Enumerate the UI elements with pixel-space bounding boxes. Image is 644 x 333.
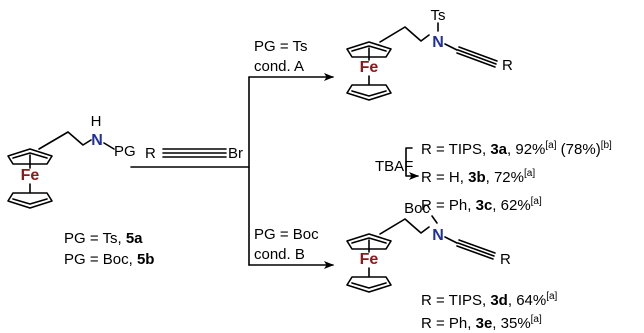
r-substituent: R	[500, 251, 511, 268]
product-3a: R = TIPS, 3a, 92%[a] (78%)[b]	[421, 140, 612, 158]
r-substituent: R	[502, 57, 513, 74]
branch-arrows	[130, 73, 334, 269]
nitrogen-atom: N	[432, 227, 444, 244]
product-3b: R = H, 3b, 72%[a]	[421, 168, 535, 186]
n-alkyne-bond	[444, 43, 458, 51]
reagent-r: R	[145, 145, 156, 162]
ynamide-triple-1	[457, 49, 497, 65]
bromoalkyne-reagent: R Br	[145, 145, 243, 162]
product-3e: R = Ph, 3e, 35%[a]	[421, 314, 542, 332]
ynamide-triple-3	[456, 52, 496, 68]
iron-atom: Fe	[360, 59, 379, 76]
option-boc: PG = Boc, 5b	[64, 251, 154, 268]
cyclopentadienyl-ring-bottom	[346, 276, 392, 293]
ynamide-triple-2	[458, 46, 498, 62]
product-b-structure: Fe Boc N R	[346, 200, 511, 293]
option-ts: PG = Ts, 5a	[64, 230, 143, 247]
pg-label: PG	[114, 143, 136, 160]
product-3d: R = TIPS, 3d, 64%[a]	[421, 291, 558, 309]
ynamide-triple-3	[456, 245, 494, 260]
methylene-chain	[38, 131, 92, 150]
iron-atom: Fe	[21, 167, 40, 184]
reagent-br: Br	[228, 145, 243, 162]
nitrogen-atom: N	[91, 132, 103, 149]
nitrogen-atom: N	[432, 34, 444, 51]
route-b-condition: cond. B	[254, 246, 305, 263]
cyclopentadienyl-ring-bottom	[7, 192, 53, 209]
n-alkyne-bond	[444, 236, 458, 244]
tbaf-arrow	[405, 147, 419, 180]
boc-group: Boc	[404, 200, 430, 217]
ts-group: Ts	[431, 7, 446, 24]
methylene-chain	[379, 26, 430, 43]
n-pg-bond	[103, 142, 115, 150]
starting-material: Fe H N PG PG = Ts, 5a PG = Boc, 5b	[7, 113, 154, 268]
iron-atom: Fe	[360, 251, 379, 268]
methylene-chain	[379, 218, 430, 235]
ynamide-triple-2	[458, 239, 496, 254]
cyclopentadienyl-ring-bottom	[346, 84, 392, 101]
route-a-pg: PG = Ts	[254, 38, 308, 55]
route-b-pg: PG = Boc	[254, 226, 319, 243]
nh-hydrogen: H	[91, 113, 102, 130]
route-a-condition: cond. A	[254, 58, 304, 75]
product-3c: R = Ph, 3c, 62%[a]	[421, 196, 542, 214]
n-boc-bond	[431, 215, 438, 224]
ynamide-triple-1	[457, 242, 495, 257]
tbaf-label: TBAF	[375, 158, 413, 175]
product-a-structure: Fe Ts N R	[346, 7, 513, 101]
